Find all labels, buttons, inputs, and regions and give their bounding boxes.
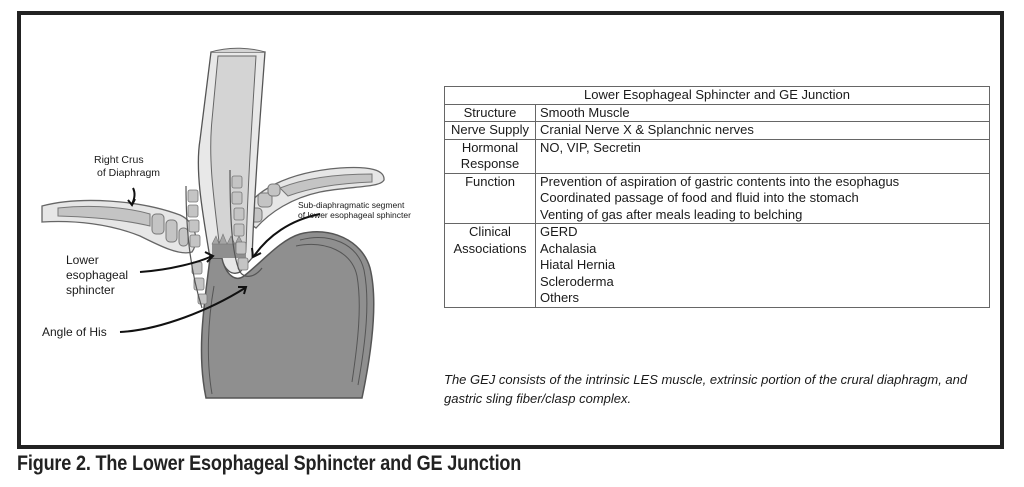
row-value: Smooth Muscle — [535, 103, 990, 122]
row-key: Clinical Associations — [444, 223, 536, 308]
table-header-row: Lower Esophageal Sphincter and GE Juncti… — [444, 86, 990, 105]
value-line: NO, VIP, Secretin — [540, 139, 641, 155]
value-line: Prevention of aspiration of gastric cont… — [540, 173, 900, 189]
row-value: GERD Achalasia Hiatal Hernia Scleroderma… — [535, 223, 990, 308]
label-les-2: esophageal — [66, 268, 128, 282]
row-key: Structure — [444, 103, 536, 122]
value-line: Cranial Nerve X & Splanchnic nerves — [540, 122, 754, 137]
value-line: Achalasia — [540, 240, 597, 256]
label-les-3: sphincter — [66, 283, 115, 297]
label-right-crus: Right Crus — [94, 154, 144, 166]
table-row: Structure Smooth Muscle — [444, 103, 990, 122]
table-title: Lower Esophageal Sphincter and GE Juncti… — [444, 86, 990, 105]
label-sub-diaphragmatic: Sub-diaphragmatic segment — [298, 200, 405, 210]
figure-caption: Figure 2. The Lower Esophageal Sphincter… — [17, 452, 522, 475]
table-row: Nerve Supply Cranial Nerve X & Splanchni… — [444, 121, 990, 140]
row-key: Nerve Supply — [444, 121, 536, 140]
label-les: Lower — [66, 253, 99, 267]
row-key: Hormonal Response — [444, 138, 536, 174]
label-arrows — [119, 187, 321, 333]
row-value: NO, VIP, Secretin — [535, 138, 990, 174]
row-value: Cranial Nerve X & Splanchnic nerves — [535, 121, 990, 140]
label-right-crus-2: of Diaphragm — [97, 167, 160, 179]
table-row: Hormonal Response NO, VIP, Secretin — [444, 138, 990, 174]
label-angle-of-his: Angle of His — [42, 325, 107, 339]
table-row: Function Prevention of aspiration of gas… — [444, 172, 990, 224]
label-sub-diaphragmatic-2: of lower esophageal sphincter — [298, 210, 411, 220]
value-line: GERD — [540, 224, 578, 239]
value-line: Others — [540, 290, 580, 305]
value-line: Hiatal Hernia — [540, 257, 616, 272]
left-crus-diaphragm — [241, 166, 385, 229]
row-key: Function — [444, 172, 536, 224]
gej-note: The GEJ consists of the intrinsic LES mu… — [444, 372, 968, 406]
esophagus — [185, 47, 266, 309]
value-line: Scleroderma — [540, 273, 614, 289]
table-row: Clinical Associations GERD Achalasia Hia… — [444, 223, 990, 308]
row-value: Prevention of aspiration of gastric cont… — [535, 172, 990, 224]
value-line: Coordinated passage of food and fluid in… — [540, 190, 859, 205]
les-gej-table: Lower Esophageal Sphincter and GE Juncti… — [444, 86, 990, 308]
value-line: Venting of gas after meals leading to be… — [540, 206, 803, 222]
value-line: Smooth Muscle — [540, 104, 630, 120]
right-crus-diaphragm — [41, 199, 197, 254]
